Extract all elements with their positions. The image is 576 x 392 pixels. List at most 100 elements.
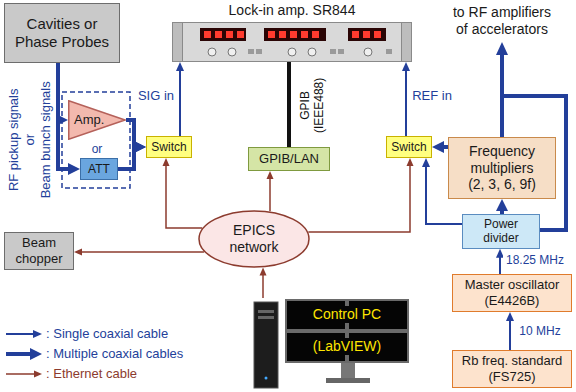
connector: [260, 268, 267, 298]
connector: [176, 62, 184, 136]
drive-slot: [258, 310, 274, 313]
rack-ear: [402, 23, 412, 62]
ellipse-shape: [199, 211, 309, 267]
power-light: [265, 377, 268, 380]
connector-line: [308, 164, 410, 232]
switch-box: Switch: [386, 136, 432, 158]
divider-box: Power divider: [462, 214, 540, 249]
knob: [288, 48, 296, 56]
arrowhead: [402, 62, 410, 71]
connector: [163, 158, 203, 228]
switch-box: Switch: [146, 136, 192, 158]
free-label: or: [85, 142, 109, 156]
legend-text: : Multiple coaxial cables: [46, 346, 183, 362]
instrument-heading: Lock-in amp. SR844: [172, 2, 412, 19]
node-text: Beam chopper: [9, 235, 69, 266]
edge-label: 18.25 MHz: [503, 253, 567, 267]
oscillator-box: Master oscillator (E4426B): [452, 274, 572, 312]
led-digit: [204, 31, 211, 38]
rack-ear: [173, 23, 183, 62]
led-digit: [352, 31, 359, 38]
knob: [228, 48, 236, 56]
node-text: Master oscillator (E4426B): [457, 277, 567, 308]
connector: [496, 199, 508, 214]
arrowhead: [68, 163, 80, 175]
connector: [118, 141, 146, 169]
node-text: Rb freq. standard (FS725): [457, 353, 567, 384]
screen-text: (LabVIEW): [294, 338, 400, 355]
led-digit: [301, 31, 308, 38]
connector-line: [118, 147, 136, 169]
connector-line: [499, 256, 501, 274]
led-display: [348, 28, 386, 41]
arrowhead: [496, 199, 508, 211]
node-text: GPIB/LAN: [259, 151, 319, 167]
node-text: Switch: [391, 140, 426, 154]
arrowhead: [432, 141, 444, 153]
dashed-group: [62, 92, 130, 188]
arrowhead: [30, 348, 42, 360]
connector: [506, 312, 514, 350]
connector-line: [6, 373, 36, 375]
drive-slot: [258, 316, 274, 319]
led-display: [264, 28, 326, 41]
knob: [364, 48, 372, 56]
arrowhead: [176, 62, 184, 71]
knob: [208, 48, 216, 56]
button: [338, 49, 344, 54]
monitor-stand: [341, 363, 355, 378]
edge-label: GPIB (IEEE488): [298, 65, 327, 145]
node-text: Switch: [151, 140, 186, 154]
node-text: ATT: [88, 162, 110, 176]
node-text: Amp.: [74, 112, 104, 128]
connector-line: [405, 69, 407, 136]
button: [248, 49, 254, 54]
led-digit: [215, 31, 222, 38]
instrument-picture: [172, 22, 412, 62]
connector: [74, 249, 204, 256]
legend-sample: [6, 348, 42, 360]
led-digit: [363, 31, 370, 38]
legend-text: : Single coaxial cable: [46, 326, 168, 342]
chopper-box: Beam chopper: [4, 232, 74, 270]
node-text: Power divider: [467, 217, 535, 246]
connector-line: [166, 164, 202, 228]
arrowhead: [267, 171, 274, 179]
amplifier-triangle: Amp.: [68, 100, 126, 140]
connector-line: [287, 62, 291, 147]
pc-tower: [254, 302, 278, 388]
connector-line: [269, 177, 271, 211]
connector-line: [80, 251, 204, 253]
led-display: [200, 28, 246, 41]
free-label: RF pickup signals: [6, 65, 22, 215]
triangle-shape: [69, 101, 125, 140]
led-digit: [290, 31, 297, 38]
arrowhead: [422, 158, 430, 167]
button: [330, 49, 336, 54]
edge-label: 10 MHz: [515, 324, 565, 338]
arrowhead: [34, 371, 42, 378]
arrowhead: [407, 158, 414, 166]
multiplier-box: Frequency multipliers (2, 3, 6, 9f): [448, 137, 556, 199]
node-text: Cavities or Phase Probes: [9, 15, 115, 51]
arrowhead: [134, 141, 146, 153]
arrowhead: [33, 330, 42, 338]
screen-text: Control PC: [294, 306, 400, 323]
arrowhead: [496, 42, 508, 55]
connector: [402, 62, 410, 136]
arrowhead: [134, 141, 146, 153]
arrowhead: [163, 158, 170, 166]
led-digit: [279, 31, 286, 38]
led-digit: [237, 31, 244, 38]
interface-box: GPIB/LAN: [248, 147, 330, 171]
button: [256, 49, 262, 54]
arrowhead: [506, 312, 514, 321]
node-text: Frequency multipliers (2, 3, 6, 9f): [463, 143, 541, 193]
led-digit: [374, 31, 381, 38]
legend-sample: [6, 330, 42, 338]
edge-label: REF in: [410, 88, 454, 104]
monitor-base: [326, 378, 370, 383]
node-text: EPICS network: [214, 222, 294, 256]
button: [386, 49, 392, 54]
led-digit: [226, 31, 233, 38]
